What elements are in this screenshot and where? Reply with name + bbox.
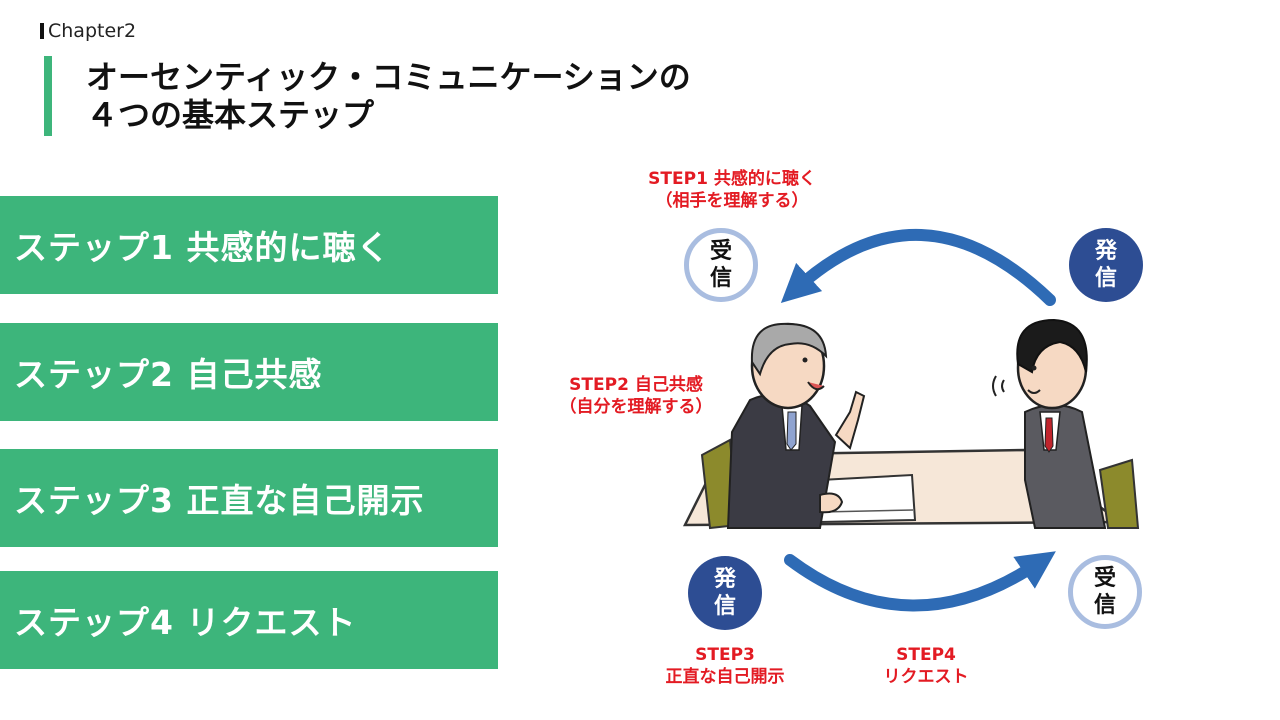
title-accent-bar [44,56,52,136]
diagram-step1-label: STEP1 共感的に聴く （相手を理解する） [612,168,852,212]
step2-line2: （自分を理解する） [559,397,713,417]
senior-businessman-illustration [700,322,866,530]
diagram-art [682,229,1140,612]
send-char-2: 信 [1094,266,1117,291]
step-box-4: ステップ4 リクエスト [0,571,498,669]
step-box-2: ステップ2 自己共感 [0,323,498,421]
chapter-text: Chapter2 [48,20,137,42]
receive-char-2: 信 [1093,593,1116,618]
chapter-label: Chapter2 [40,20,136,42]
send-char-1: 発 [713,567,736,592]
diagram-step4-label: STEP4 リクエスト [866,644,986,688]
top-cycle-arrow [780,229,1056,306]
step-box-1: ステップ1 共感的に聴く [0,196,498,294]
receive-char-1: 受 [1093,566,1116,591]
receive-circle-bottom-right: 受 信 [1068,555,1142,629]
page-title: オーセンティック・コミュニケーションの ４つの基本ステップ [86,58,691,134]
send-char-2: 信 [713,594,736,619]
step4-line2: リクエスト [883,667,969,687]
receive-char-2: 信 [709,266,732,291]
send-circle-bottom-left: 発 信 [688,556,762,630]
step2-line1: STEP2 自己共感 [569,375,703,395]
send-char-1: 発 [1094,239,1117,264]
communication-cycle-diagram: STEP1 共感的に聴く （相手を理解する） STEP2 自己共感 （自分を理解… [520,150,1280,720]
step-box-3: ステップ3 正直な自己開示 [0,449,498,547]
send-circle-top-right: 発 信 [1069,228,1143,302]
bottom-cycle-arrow [784,551,1056,612]
step3-line1: STEP3 [695,645,755,665]
step1-line2: （相手を理解する） [655,191,809,211]
diagram-step2-label: STEP2 自己共感 （自分を理解する） [546,374,726,418]
chapter-mark [40,23,44,39]
title-line-2: ４つの基本ステップ [86,96,375,134]
title-line-1: オーセンティック・コミュニケーションの [86,58,691,96]
receive-char-1: 受 [709,239,732,264]
step3-line2: 正直な自己開示 [665,667,785,687]
young-businessman-illustration [992,318,1140,529]
step4-line1: STEP4 [896,645,956,665]
diagram-step3-label: STEP3 正直な自己開示 [650,644,800,688]
step1-line1: STEP1 共感的に聴く [648,169,816,189]
receive-circle-top-left: 受 信 [684,228,758,302]
